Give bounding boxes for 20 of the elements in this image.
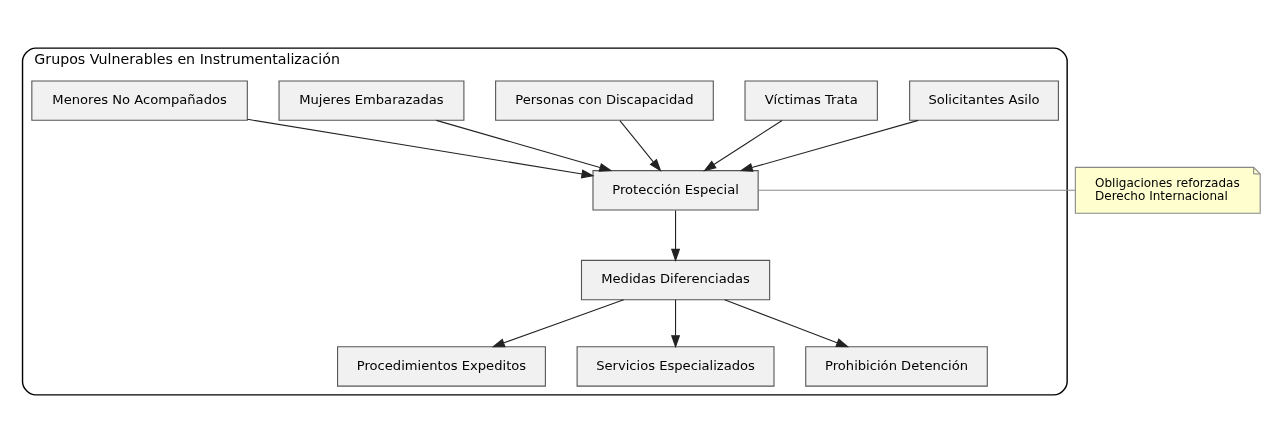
node-box: Procedimientos Expeditos bbox=[337, 345, 546, 387]
arrow bbox=[703, 119, 783, 171]
node-box: Menores No Acompañados bbox=[31, 79, 248, 121]
arrow bbox=[491, 298, 625, 347]
node-box: Protección Especial bbox=[592, 169, 759, 211]
arrow bbox=[739, 119, 919, 172]
node-box: Prohibición Detención bbox=[805, 345, 988, 387]
arrow bbox=[435, 119, 613, 172]
node-box: Servicios Especializados bbox=[576, 345, 775, 387]
node-box: Víctimas Trata bbox=[744, 79, 878, 121]
node-box: Personas con Discapacidad bbox=[495, 79, 714, 121]
arrow bbox=[670, 209, 681, 262]
arrow bbox=[670, 298, 681, 348]
connector bbox=[757, 189, 1076, 191]
arrow bbox=[724, 298, 850, 347]
node-box: Mujeres Embarazadas bbox=[278, 79, 465, 121]
arrow bbox=[246, 118, 595, 178]
node-box: Medidas Diferenciadas bbox=[580, 259, 771, 300]
node-box: Solicitantes Asilo bbox=[909, 79, 1059, 121]
arrow bbox=[619, 119, 662, 172]
